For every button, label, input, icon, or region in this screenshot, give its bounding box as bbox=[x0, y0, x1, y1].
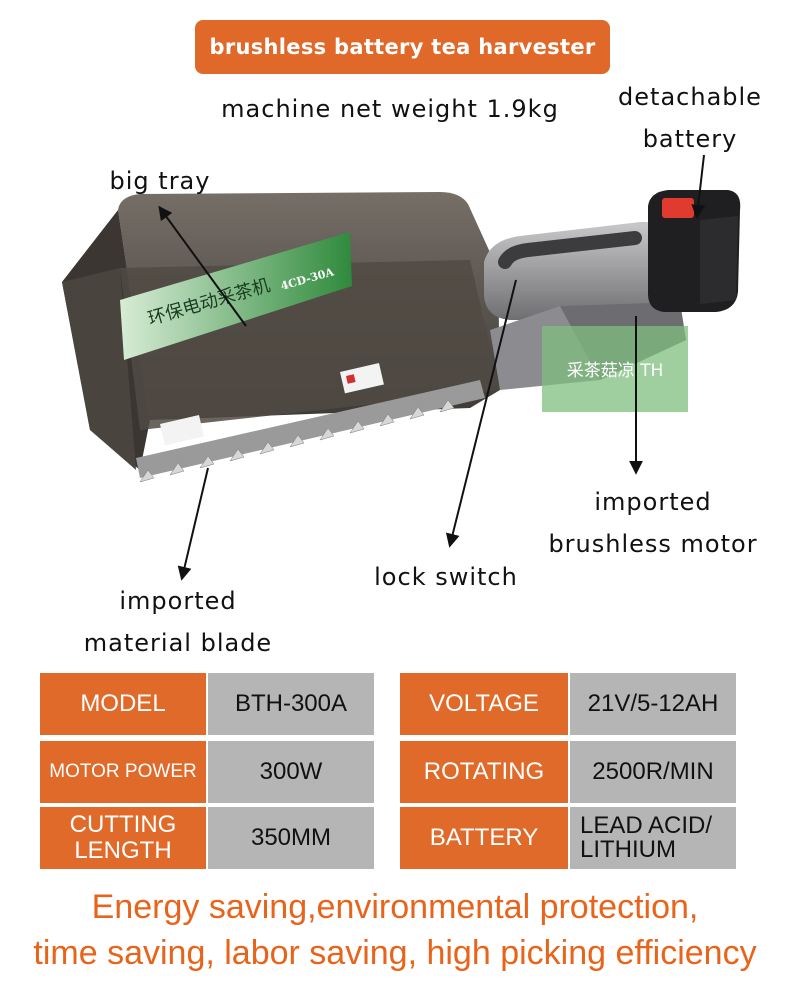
slogan-line2: time saving, labor saving, high picking … bbox=[33, 934, 757, 972]
rotating-label: ROTATING bbox=[400, 741, 568, 803]
motor-power-value: 300W bbox=[208, 741, 374, 803]
callout-blade: imported material blade bbox=[58, 580, 298, 664]
callout-motor-line1: imported bbox=[594, 488, 712, 516]
arrow-blade bbox=[177, 467, 209, 581]
watermark-text: 采茶菇凉 TH bbox=[567, 361, 664, 381]
tray-front bbox=[62, 268, 136, 470]
battery-value: LEAD ACID/ LITHIUM bbox=[570, 807, 736, 869]
arrow-battery bbox=[691, 154, 706, 219]
model-value: BTH-300A bbox=[208, 673, 374, 735]
cutting-length-label: CUTTING LENGTH bbox=[40, 807, 206, 869]
arrow-tray bbox=[158, 205, 247, 327]
title-text: brushless battery tea harvester bbox=[209, 35, 596, 59]
cutting-length-value: 350MM bbox=[208, 807, 374, 869]
blade-bar bbox=[136, 380, 485, 478]
voltage-label: VOLTAGE bbox=[400, 673, 568, 735]
blade-teeth bbox=[139, 399, 455, 483]
slogan-line1: Energy saving,environmental protection, bbox=[91, 888, 699, 926]
net-weight-text: machine net weight 1.9kg bbox=[221, 95, 559, 123]
callout-blade-line1: imported bbox=[119, 587, 237, 615]
callout-battery: detachable battery bbox=[590, 76, 790, 160]
motor-power-label: MOTOR POWER bbox=[40, 741, 206, 803]
arrow-lock bbox=[445, 279, 517, 548]
callout-motor: imported brushless motor bbox=[528, 481, 778, 565]
cutting-length-label-line1: CUTTING bbox=[69, 811, 177, 838]
callout-battery-line1: detachable bbox=[618, 83, 762, 111]
battery-value-line1: LEAD ACID/ bbox=[580, 812, 713, 839]
tray-label bbox=[120, 232, 352, 360]
battery-label: BATTERY bbox=[400, 807, 568, 869]
product-image: 环保电动采茶机 4CD-30A 采茶菇凉 TH bbox=[62, 154, 741, 581]
rotating-value: 2500R/MIN bbox=[570, 741, 736, 803]
battery-value-line2: LITHIUM bbox=[580, 836, 676, 863]
title-banner: brushless battery tea harvester bbox=[195, 20, 610, 74]
watermark-box bbox=[542, 326, 688, 412]
cutting-length-label-line2: LENGTH bbox=[74, 837, 172, 864]
callout-lock: lock switch bbox=[374, 563, 518, 591]
voltage-value: 21V/5-12AH bbox=[570, 673, 736, 735]
callout-blade-line2: material blade bbox=[83, 629, 273, 657]
callout-motor-line2: brushless motor bbox=[548, 530, 758, 558]
callout-tray: big tray bbox=[109, 167, 211, 195]
model-label: MODEL bbox=[40, 673, 206, 735]
callout-battery-line2: battery bbox=[642, 125, 738, 153]
